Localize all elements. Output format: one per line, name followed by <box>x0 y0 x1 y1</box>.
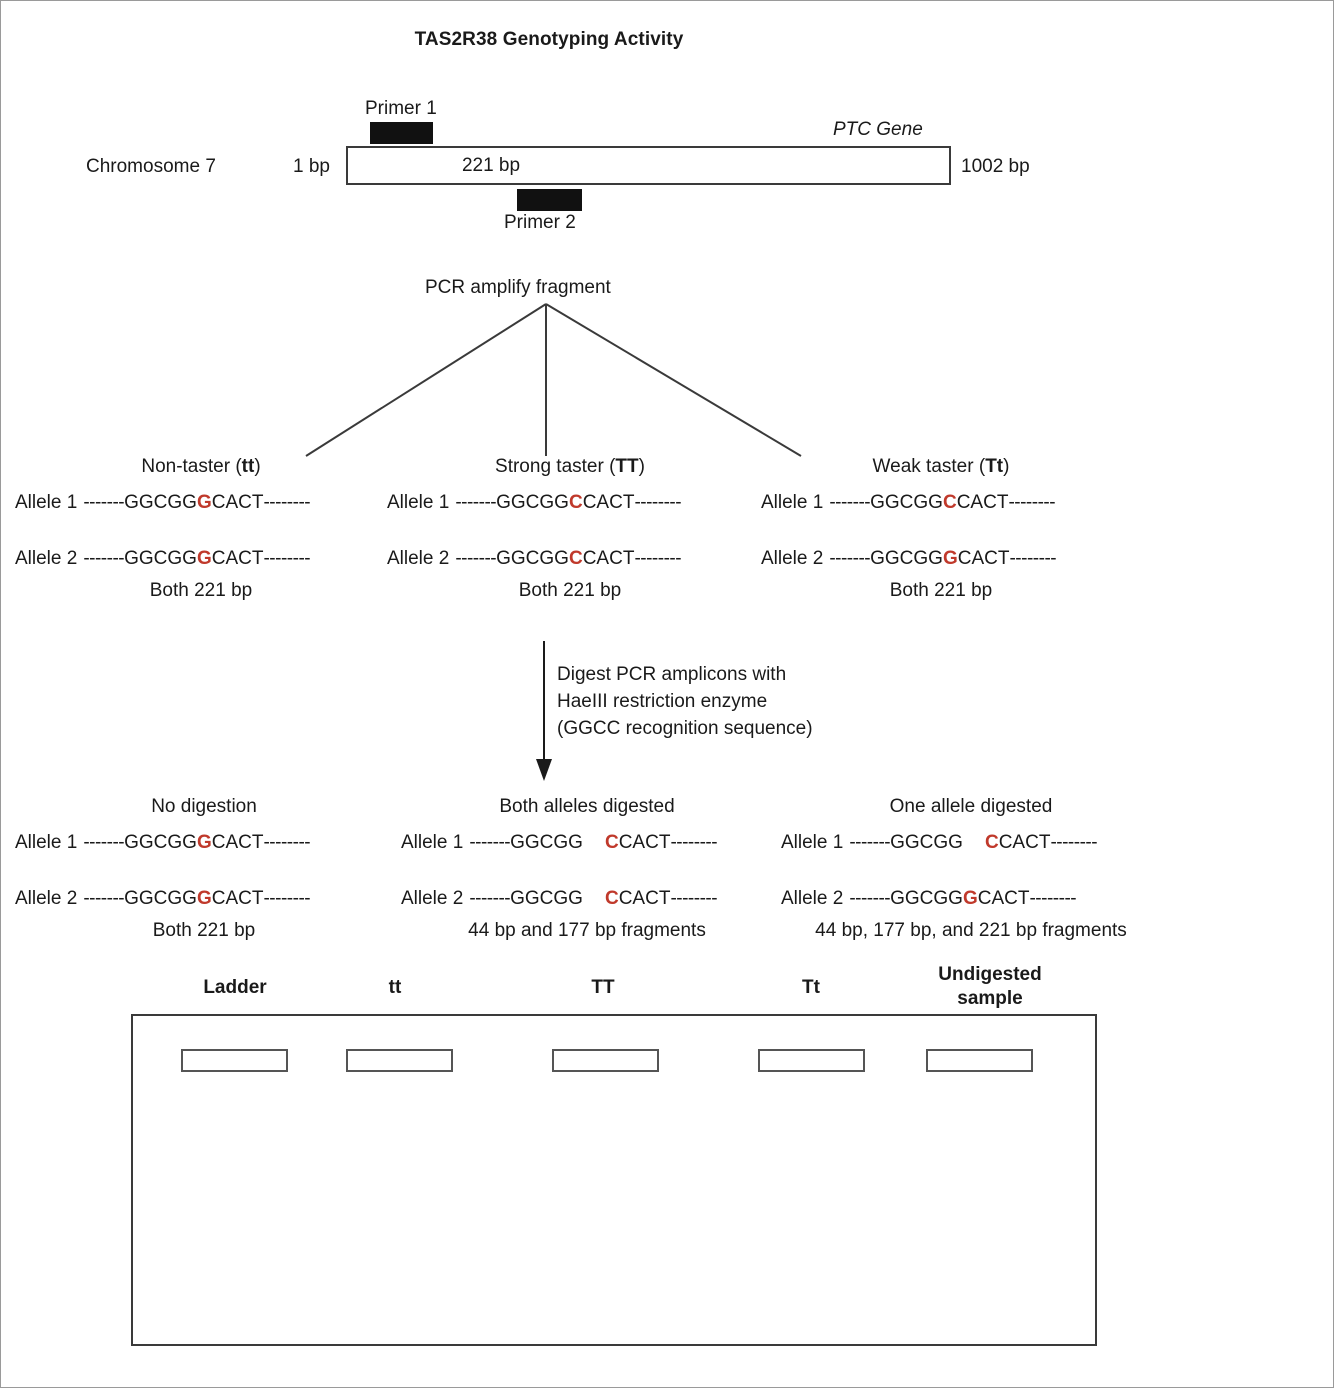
snp-base: G <box>196 548 212 569</box>
allele-tag: Allele 2 <box>387 548 450 569</box>
gel-lane-label-undigested: Undigested sample <box>938 964 1042 1009</box>
digest-result-heading: Both alleles digested <box>499 796 675 817</box>
gel-lane-label-ladder: Ladder <box>203 977 267 998</box>
allele-tag: Allele 1 <box>401 832 464 853</box>
digest-result-heading: One allele digested <box>889 796 1053 817</box>
snp-base: C <box>604 832 619 853</box>
digest-line-3: (GGCC recognition sequence) <box>557 718 813 739</box>
gel-lane-label-TT: TT <box>591 977 615 998</box>
allele-tag: Allele 1 <box>761 492 824 513</box>
gel-well-TT[interactable] <box>552 1049 659 1072</box>
fragment-summary: Both 221 bp <box>518 580 622 601</box>
primer-2-block <box>517 189 582 211</box>
snp-base: G <box>942 548 958 569</box>
gel-lane-label-tt: tt <box>388 977 402 998</box>
fragment-summary: Both 221 bp <box>152 920 256 941</box>
end-coordinate-label: 1002 bp <box>961 156 1030 177</box>
primer-2-label: Primer 2 <box>504 212 576 233</box>
primer-1-label: Primer 1 <box>365 98 437 119</box>
gel-well-tt[interactable] <box>346 1049 453 1072</box>
gel-lane-label-Tt: Tt <box>802 977 820 998</box>
digest-step-text: Digest PCR amplicons with HaeIII restric… <box>557 661 813 742</box>
primer-1-block <box>370 122 433 144</box>
digest-result-one-digested: One allele digested Allele 1-------GGCGG… <box>781 796 1161 942</box>
allele-tag: Allele 2 <box>15 888 78 909</box>
digest-result-both-digested: Both alleles digested Allele 1-------GGC… <box>401 796 773 942</box>
gel-well-Tt[interactable] <box>758 1049 865 1072</box>
gel-well-undigested[interactable] <box>926 1049 1033 1072</box>
genotype-symbol: tt <box>241 456 255 477</box>
start-coordinate-label: 1 bp <box>293 156 330 177</box>
branch-connector <box>305 303 802 457</box>
snp-base: G <box>196 888 212 909</box>
allele-tag: Allele 2 <box>781 888 844 909</box>
fragment-summary: Both 221 bp <box>149 580 253 601</box>
fragment-summary: Both 221 bp <box>889 580 993 601</box>
snp-base: C <box>568 492 583 513</box>
allele-tag: Allele 1 <box>15 492 78 513</box>
allele-tag: Allele 2 <box>401 888 464 909</box>
gene-region-box <box>346 146 951 185</box>
amplicon-length-label: 221 bp <box>461 155 521 176</box>
allele-tag: Allele 1 <box>15 832 78 853</box>
chromosome-label: Chromosome 7 <box>86 156 216 177</box>
ptc-gene-label: PTC Gene <box>833 119 923 140</box>
genotype-symbol: TT <box>615 456 639 477</box>
fragment-summary: 44 bp and 177 bp fragments <box>468 920 706 941</box>
snp-base: G <box>196 832 212 853</box>
digest-arrow <box>536 641 552 781</box>
pcr-step-label: PCR amplify fragment <box>425 277 611 298</box>
page-title: TAS2R38 Genotyping Activity <box>414 29 684 50</box>
gel-well-ladder[interactable] <box>181 1049 288 1072</box>
snp-base: C <box>984 832 999 853</box>
allele-tag: Allele 2 <box>15 548 78 569</box>
allele-tag: Allele 1 <box>781 832 844 853</box>
snp-base: G <box>962 888 978 909</box>
digest-line-1: Digest PCR amplicons with <box>557 664 787 685</box>
snp-base: G <box>196 492 212 513</box>
snp-base: C <box>942 492 957 513</box>
snp-base: C <box>568 548 583 569</box>
fragment-summary: 44 bp, 177 bp, and 221 bp fragments <box>815 920 1127 941</box>
genotype-heading: Non-taster (tt) <box>141 456 261 477</box>
allele-tag: Allele 1 <box>387 492 450 513</box>
genotype-symbol: Tt <box>985 456 1004 477</box>
digest-result-heading: No digestion <box>151 796 257 817</box>
snp-base: C <box>604 888 619 909</box>
digest-line-2: HaeIII restriction enzyme <box>557 691 768 712</box>
genotype-heading: Strong taster (TT) <box>495 456 645 477</box>
allele-tag: Allele 2 <box>761 548 824 569</box>
genotype-heading: Weak taster (Tt) <box>872 456 1010 477</box>
